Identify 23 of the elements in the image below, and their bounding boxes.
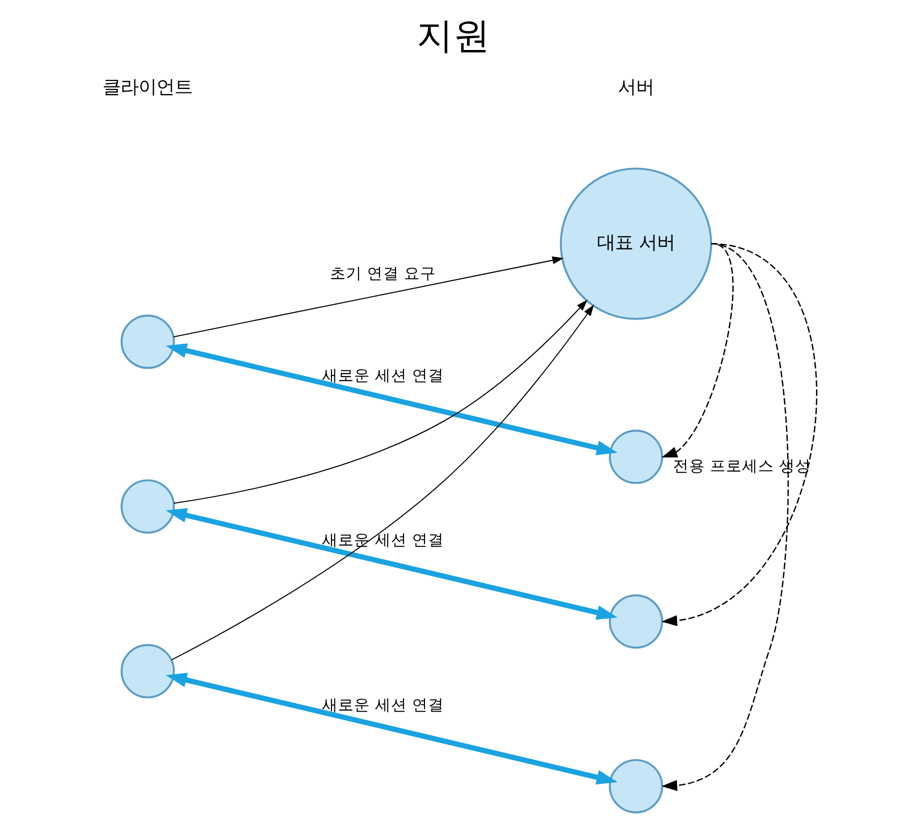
label: 클라이언트 [102,77,193,98]
edge-label: 새로운 세션 연결 [322,530,444,550]
arrow [174,300,588,504]
arrow [662,243,734,458]
node-circle [608,430,664,484]
arrow [166,672,618,784]
node-circle [608,759,664,814]
node-circle [120,644,175,698]
node-circle [608,594,664,649]
edge-label: 새로운 세션 연결 [322,365,444,384]
arrow [173,256,564,338]
node-circle [120,479,175,534]
arrow [166,508,618,620]
arrow [172,304,594,660]
diagram-title: 지원 [416,14,490,58]
label: 서버 [618,77,654,98]
edge-label: 초기 연결 요구 [330,263,436,282]
node-circle [120,314,175,369]
edge-label: 새로운 세션 연결 [322,694,444,714]
arrow [661,243,789,791]
arrow [166,343,618,456]
arrow [661,243,817,626]
node-circle: 대표 서버 [560,168,712,320]
